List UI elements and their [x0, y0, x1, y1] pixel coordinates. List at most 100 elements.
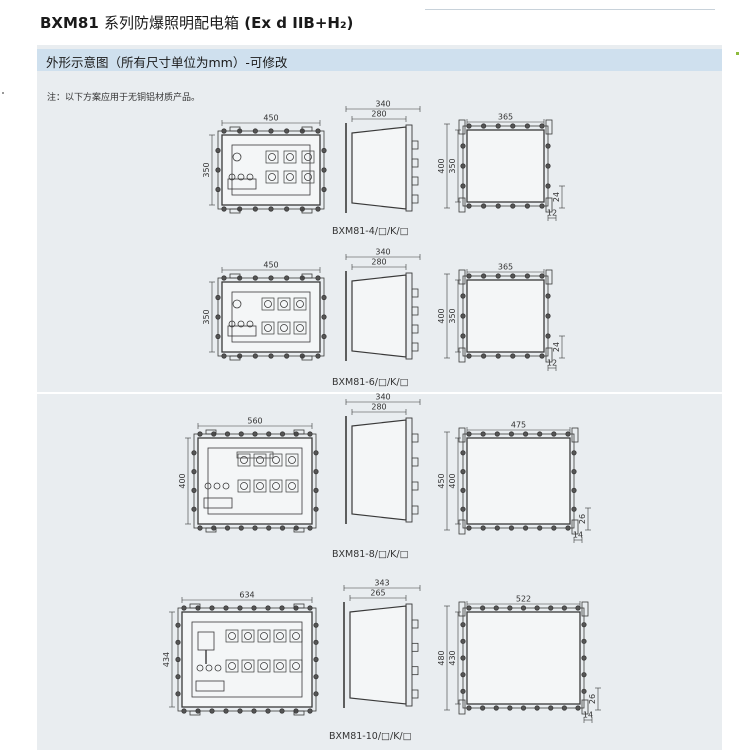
bolt	[581, 688, 587, 694]
bolt	[265, 708, 271, 714]
breaker-window	[265, 150, 279, 164]
bolt	[313, 656, 319, 663]
bolt	[460, 655, 466, 661]
bolt	[551, 525, 557, 531]
cable-gland	[411, 194, 419, 204]
bolt	[252, 275, 258, 281]
breaker-knob	[276, 662, 284, 670]
bolt	[466, 705, 472, 711]
dimension-label: 365	[498, 263, 513, 272]
mounting-lug	[229, 208, 241, 214]
breaker-window	[253, 479, 267, 493]
mounting-lug	[293, 429, 305, 435]
front-body	[197, 437, 313, 525]
breaker-knob	[268, 173, 276, 181]
bolt	[537, 525, 543, 531]
bolt	[313, 468, 319, 475]
bolt	[209, 708, 215, 714]
dimension-label: 12	[547, 359, 557, 368]
page-title: BXM81 系列防爆照明配电箱 (Ex d IIB+H₂)	[40, 12, 353, 33]
caption-bxm81-4: BXM81-4/□/K/□	[332, 226, 409, 237]
bolt	[252, 206, 258, 212]
breaker-knob	[244, 662, 252, 670]
side-body	[351, 419, 407, 521]
bolt	[460, 183, 466, 189]
breaker-window	[265, 170, 279, 184]
mounting-lug	[229, 126, 241, 132]
bolt	[268, 128, 274, 134]
bolt	[510, 203, 516, 209]
dimension-label: 434	[162, 652, 171, 667]
bolt	[548, 705, 554, 711]
breaker-window	[225, 659, 239, 673]
bolt	[460, 313, 466, 319]
mounting-bracket	[545, 119, 553, 135]
bolt	[215, 147, 221, 154]
bolt	[494, 431, 500, 437]
material-note: 注：以下方案应用于无铜铝材质产品。	[47, 93, 201, 103]
bolt	[266, 525, 272, 531]
mounting-bracket	[581, 699, 589, 715]
mounting-lug	[189, 603, 201, 609]
bolt	[581, 638, 587, 644]
breaker-knob	[272, 456, 280, 464]
model-series: BXM81	[40, 14, 99, 32]
bolt	[480, 273, 487, 279]
mounting-bracket	[458, 269, 466, 285]
breaker-knob	[292, 662, 300, 670]
bolt	[460, 638, 466, 644]
mounting-bracket	[458, 519, 466, 535]
mounting-lug	[301, 208, 313, 214]
breaker-window	[293, 321, 307, 335]
bolt	[209, 605, 215, 611]
indicator-lamp	[237, 173, 245, 181]
dimension-label: 340	[375, 393, 390, 402]
bolt	[480, 431, 486, 437]
bolt	[539, 273, 545, 279]
bolt	[561, 705, 567, 711]
bolt	[545, 183, 551, 189]
bolt	[265, 605, 271, 611]
dimension-label: 400	[437, 308, 446, 323]
bolt	[460, 672, 466, 678]
indicator-lamp	[222, 482, 230, 490]
mounting-lug	[229, 355, 241, 361]
dimension-label: 24	[552, 192, 561, 202]
mounting-lug	[205, 429, 217, 435]
back-body	[466, 611, 581, 705]
bolt	[313, 691, 319, 697]
breaker-window	[277, 297, 291, 311]
dimension-label: 350	[448, 308, 457, 323]
bolt	[480, 123, 487, 129]
bolt	[466, 525, 472, 531]
bolt	[460, 622, 466, 628]
bolt	[510, 123, 516, 129]
dimension-label: 400	[448, 473, 457, 488]
breaker-window	[283, 170, 297, 184]
nameplate	[195, 680, 225, 692]
bolt	[522, 431, 529, 437]
bolt	[181, 708, 187, 714]
bolt	[175, 656, 181, 663]
dimension-label: 14	[573, 531, 583, 540]
breaker-knob	[288, 482, 296, 490]
bolt	[466, 203, 472, 209]
bolt	[215, 333, 221, 340]
series-name: 系列防爆照明配电箱	[104, 14, 240, 32]
bolt	[252, 525, 258, 531]
caption-bxm81-6: BXM81-6/□/K/□	[332, 377, 409, 388]
bolt	[507, 705, 513, 711]
bolt	[175, 691, 181, 697]
breaker-window	[241, 629, 255, 643]
breaker-knob	[240, 456, 248, 464]
breaker-knob	[260, 632, 268, 640]
nameplate	[227, 178, 257, 190]
bolt	[520, 605, 527, 611]
breaker-knob	[256, 456, 264, 464]
breaker-knob	[304, 173, 312, 181]
bolt	[197, 525, 203, 531]
